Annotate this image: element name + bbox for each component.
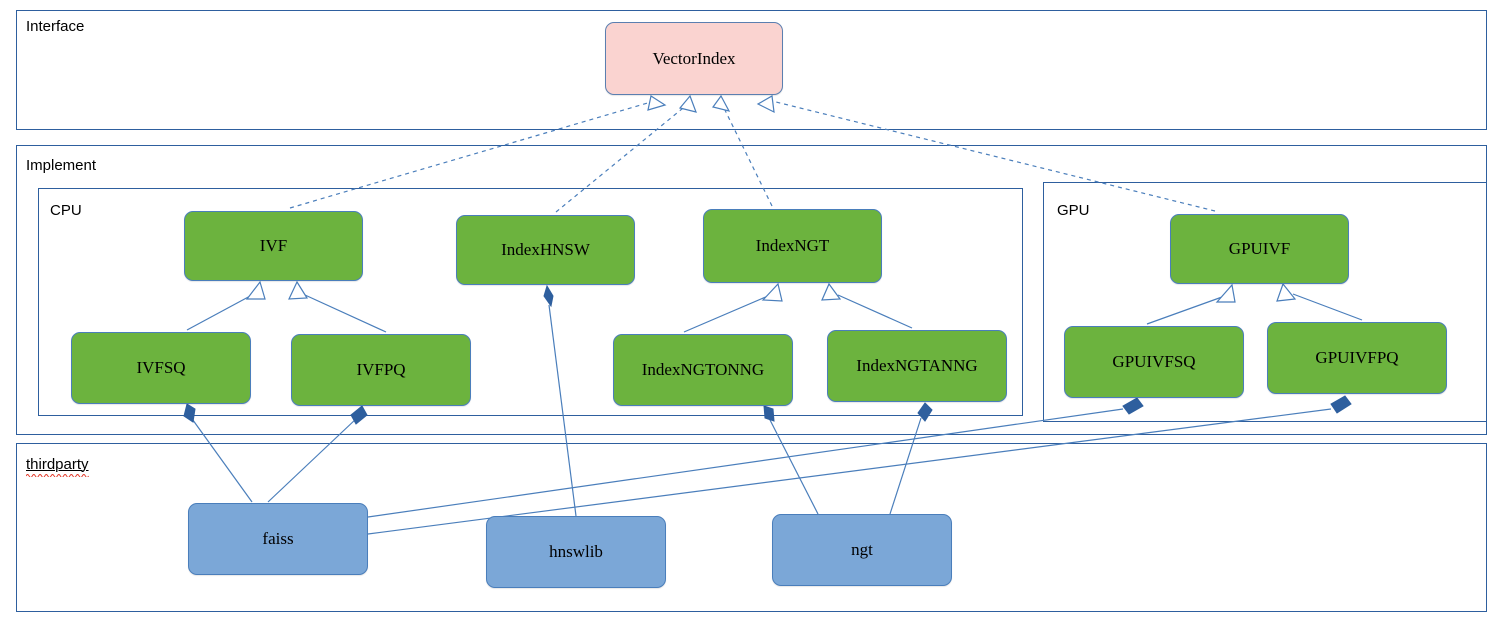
node-gpuivfpq[interactable]: GPUIVFPQ	[1267, 322, 1447, 394]
frame-label-implement: Implement	[26, 157, 97, 174]
node-label: faiss	[262, 529, 294, 548]
node-gpuivf[interactable]: GPUIVF	[1170, 214, 1349, 284]
node-label: IndexNGTONNG	[641, 360, 765, 379]
node-ngt[interactable]: ngt	[772, 514, 952, 586]
node-indexngtanng[interactable]: IndexNGTANNG	[827, 330, 1007, 402]
node-gpuivfsq[interactable]: GPUIVFSQ	[1064, 326, 1244, 398]
node-label: hnswlib	[549, 542, 603, 561]
node-label: GPUIVF	[1228, 239, 1291, 258]
node-label: IndexNGT	[755, 236, 830, 255]
node-label: IndexHNSW	[501, 240, 590, 259]
node-label: GPUIVFPQ	[1315, 348, 1399, 367]
node-faiss[interactable]: faiss	[188, 503, 368, 575]
node-vectorindex[interactable]: VectorIndex	[605, 22, 783, 95]
node-label: IVFSQ	[136, 358, 186, 377]
node-ivf[interactable]: IVF	[184, 211, 363, 281]
frame-label-thirdparty-text: thirdparty	[26, 456, 89, 473]
node-label: GPUIVFSQ	[1112, 352, 1196, 371]
node-ivfsq[interactable]: IVFSQ	[71, 332, 251, 404]
node-indexngt[interactable]: IndexNGT	[703, 209, 882, 283]
node-hnswlib[interactable]: hnswlib	[486, 516, 666, 588]
node-label: IVF	[259, 236, 288, 255]
spellcheck-squiggle-icon	[26, 473, 89, 477]
node-label: IndexNGTANNG	[856, 356, 978, 375]
frame-label-interface: Interface	[26, 18, 85, 35]
node-label: ngt	[851, 540, 873, 559]
node-indexngtonng[interactable]: IndexNGTONNG	[613, 334, 793, 406]
frame-label-thirdparty: thirdparty	[26, 456, 89, 477]
node-label: VectorIndex	[652, 48, 736, 68]
node-label: IVFPQ	[356, 360, 406, 379]
node-indexhnsw[interactable]: IndexHNSW	[456, 215, 635, 285]
node-ivfpq[interactable]: IVFPQ	[291, 334, 471, 406]
frame-label-cpu: CPU	[50, 202, 82, 219]
frame-label-gpu: GPU	[1057, 202, 1090, 219]
